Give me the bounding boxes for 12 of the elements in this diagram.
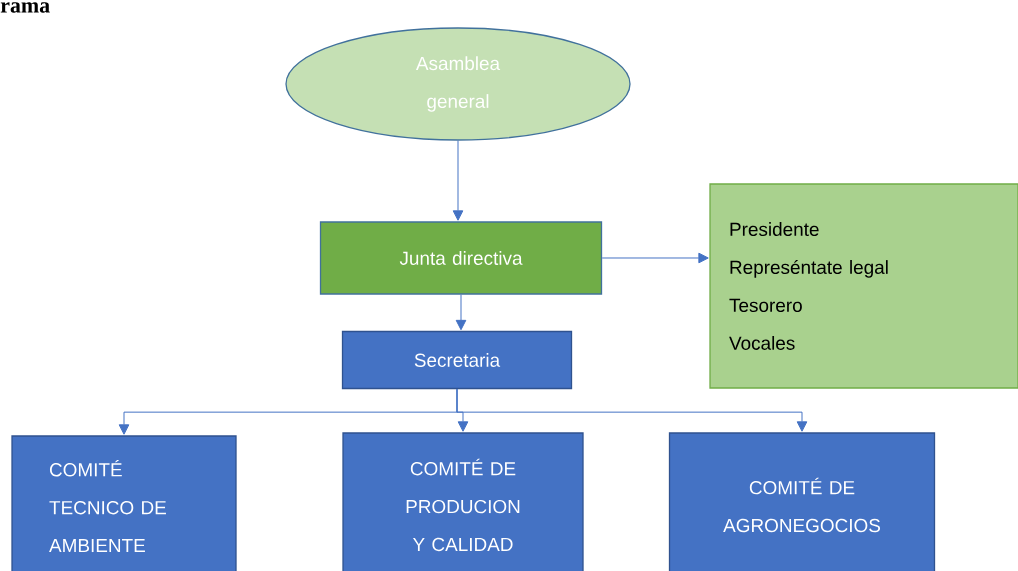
arrow — [455, 294, 467, 331]
arrow — [456, 388, 808, 432]
arrow — [601, 252, 709, 264]
process-box: Junta directiva — [319, 221, 603, 295]
arrow — [452, 140, 464, 221]
process-box: Secretaria — [341, 330, 573, 390]
process-box: COMITÉ DE PRODUCION Y CALIDAD — [342, 432, 584, 571]
process-box: COMITÉ DE AGRONEGOCIOS — [668, 432, 936, 571]
ellipse-node: Asamblea general — [285, 27, 631, 141]
process-box: COMITÉ TECNICO DE AMBIENTE — [11, 435, 237, 571]
list-box: Presidente Represéntate legal Tesorero Vocales — [709, 183, 1018, 389]
title: rama — [0, 2, 50, 13]
